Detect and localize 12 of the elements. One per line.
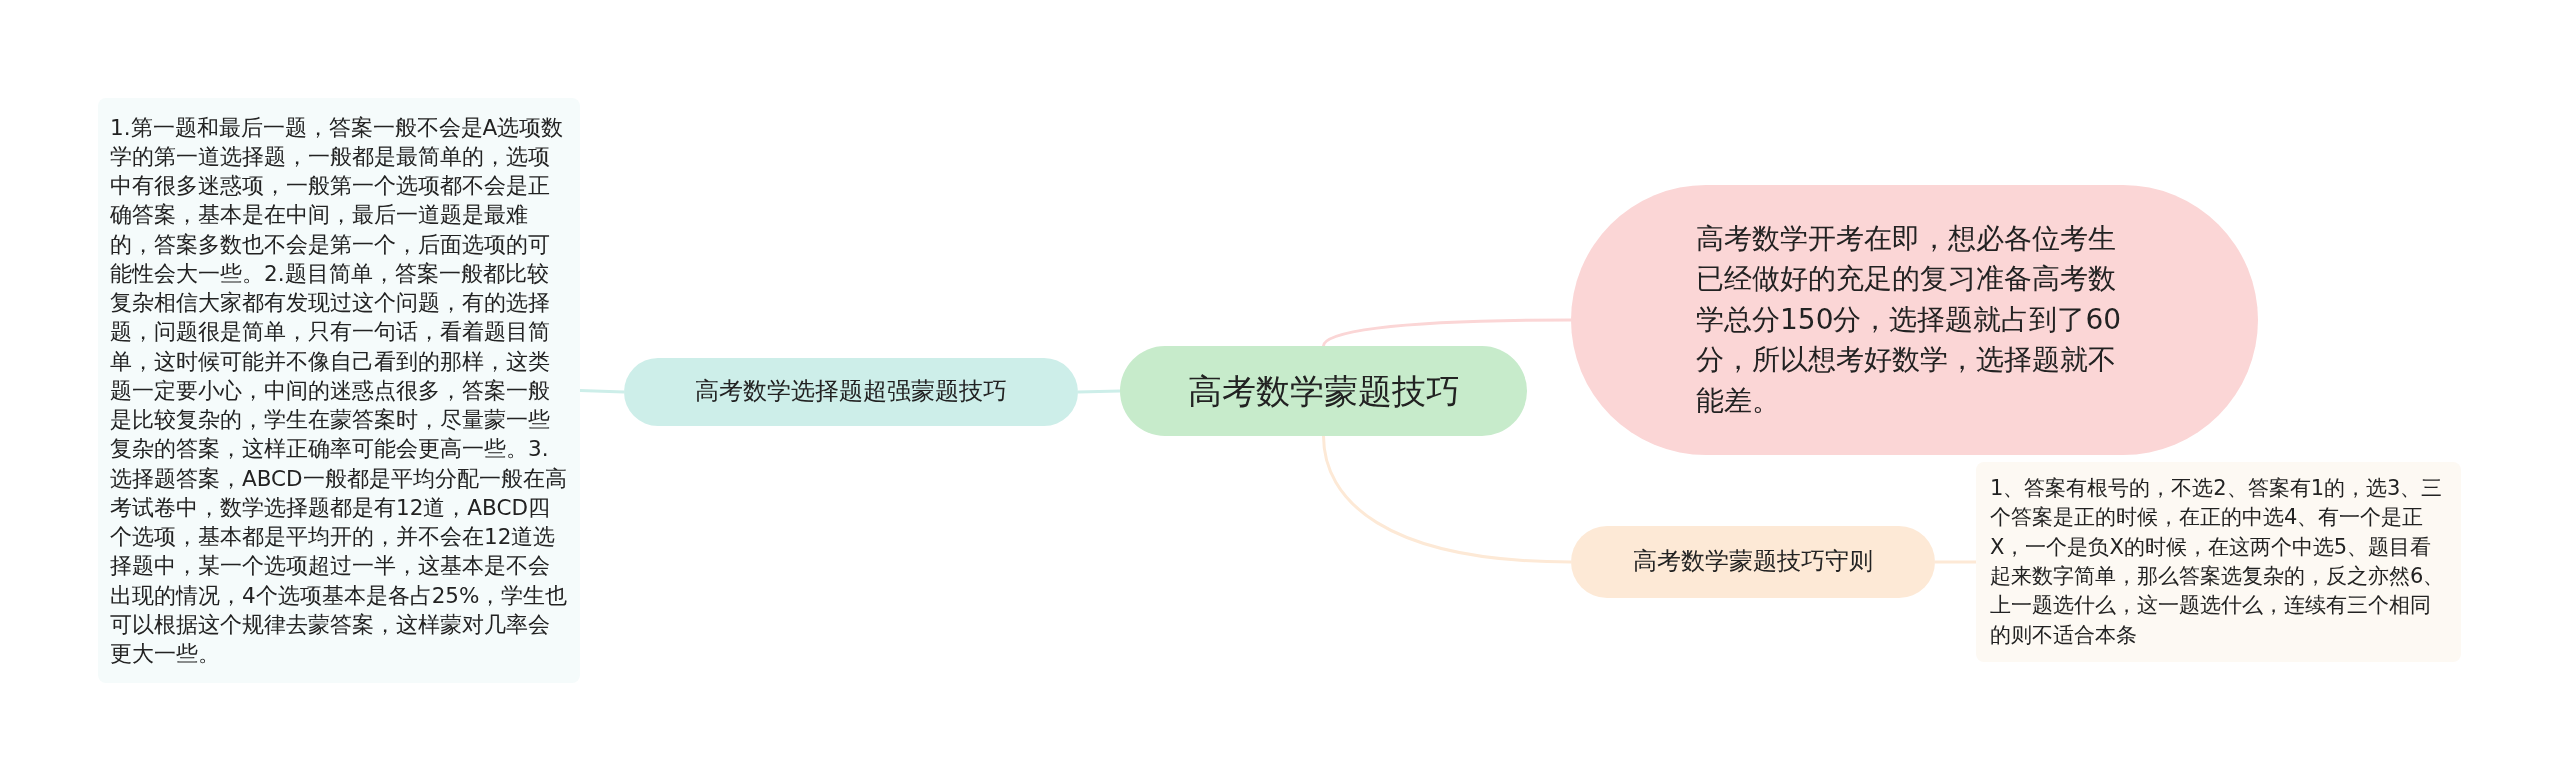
connector-line — [1322, 435, 1572, 564]
note-text: 高考数学开考在即，想必各位考生已经做好的充足的复习准备高考数学总分150分，选择题就占到了60分，所以想考好数学，选择题就不能差。 — [1696, 220, 2123, 419]
note-text: 1.第一题和最后一题，答案一般不会是A选项数学的第一道选择题，一般都是最简单的，选项中有很多迷惑项，一般第一个选项都不会是正确答案，基本是在中间，最后一道题是最难的，答案多数也不会是第一个，后面选项的可能性会大一些。2.题目简单，答案一般都比较复杂相信大家都有发现过这个问题，有的选择题，问题很是简单，只有一句话，看着题目简单，这时候可能并不像自己看到的那样，这类题一定要小心，中间的迷惑点很多，答案一般是比较复杂的，学生在蒙答案时，尽量蒙一些复杂的答案，这样正确率可能会更高一些。3.选择题答案，ABCD一般都是平均分配一般在高考试卷中，数学选择题都是有12道，ABCD四个选项，基本都是平均开的，并不会在12道选择题中，某一个选项超过一半，这基本是不会出现的情况，4个选项基本是各占25%，学生也可以根据这个规律去蒙答案，这样蒙对几率会更大一些。 — [110, 113, 568, 668]
connector-line — [1935, 560, 1976, 564]
topic-label: 高考数学蒙题技巧 — [1187, 369, 1460, 413]
connector-line — [579, 389, 625, 394]
connector-line — [1322, 318, 1571, 347]
connector-line — [1077, 389, 1121, 394]
note-text: 1、答案有根号的，不选2、答案有1的，选3、三个答案是正的时候，在正的中选4、有一个是正X，一个是负X的时候，在这两个中选5、题目看起来数字简单，那么答案选复杂的，反之亦然6、上一题选什么，这一题选什么，连续有三个相同的则不适合本条 — [1990, 474, 2446, 649]
topic-label: 高考数学选择题超强蒙题技巧 — [695, 376, 1007, 408]
topic-label: 高考数学蒙题技巧守则 — [1633, 546, 1873, 578]
note-card — [1976, 462, 2461, 662]
